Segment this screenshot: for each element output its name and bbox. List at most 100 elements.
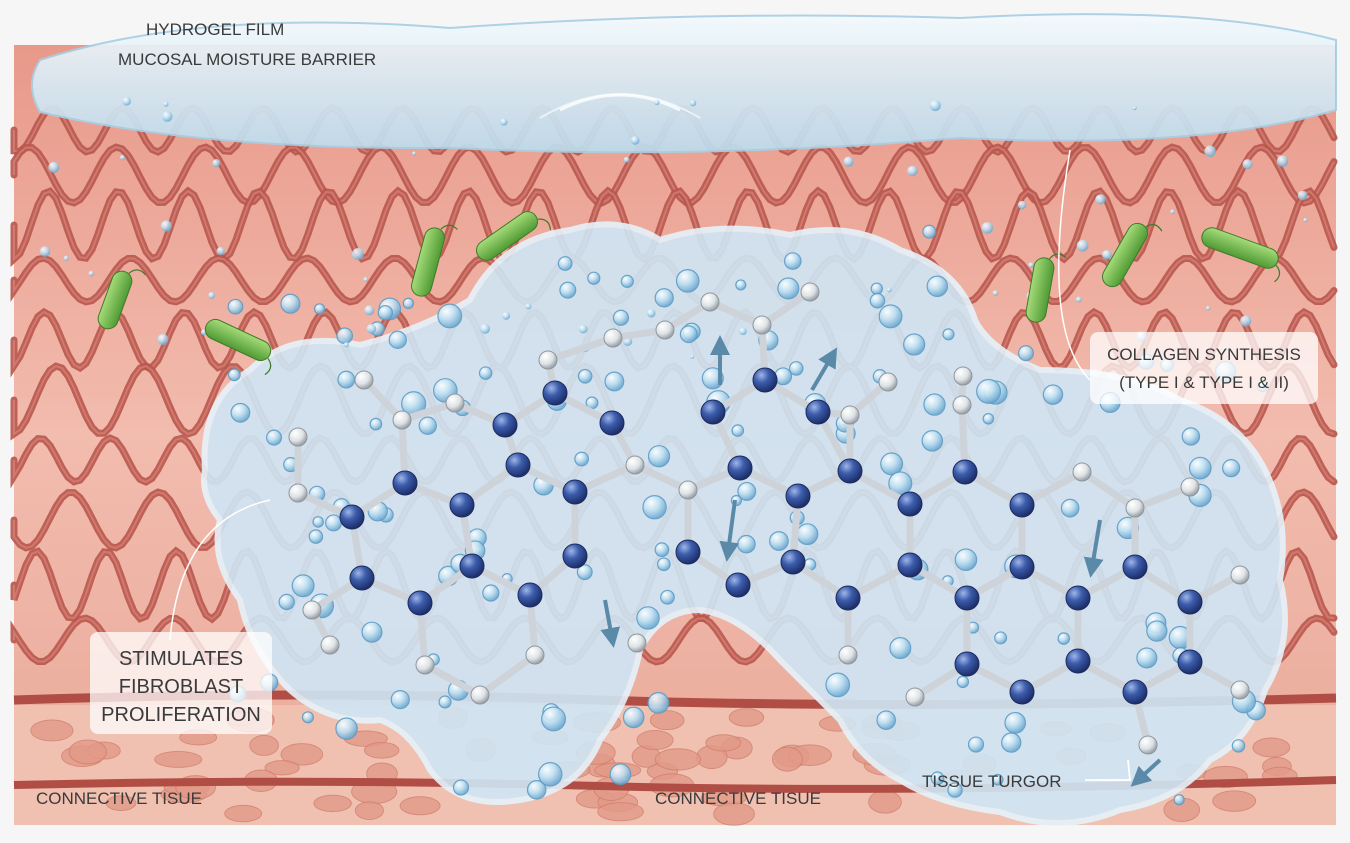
water-droplet-icon bbox=[1028, 262, 1034, 268]
water-droplet-icon bbox=[1204, 146, 1215, 157]
water-droplet-icon bbox=[48, 162, 59, 173]
white-atom bbox=[1181, 478, 1199, 496]
water-droplet-icon bbox=[1019, 346, 1034, 361]
water-droplet-icon bbox=[560, 282, 576, 298]
turgor-label: TISSUE TURGOR bbox=[922, 772, 1061, 791]
water-droplet-icon bbox=[1182, 428, 1199, 445]
water-droplet-icon bbox=[738, 536, 755, 553]
water-droplet-icon bbox=[643, 496, 666, 519]
tissue-cell bbox=[31, 720, 73, 741]
water-droplet-icon bbox=[736, 280, 746, 290]
water-droplet-icon bbox=[362, 622, 382, 642]
white-atom bbox=[539, 351, 557, 369]
blue-atom bbox=[1123, 680, 1147, 704]
water-droplet-icon bbox=[1132, 106, 1136, 110]
water-droplet-icon bbox=[785, 253, 801, 269]
water-droplet-icon bbox=[922, 431, 942, 451]
water-droplet-icon bbox=[208, 292, 215, 299]
white-atom bbox=[604, 329, 622, 347]
connective-label-left: CONNECTIVE TISUE bbox=[36, 789, 202, 808]
water-droplet-icon bbox=[877, 711, 895, 729]
water-droplet-icon bbox=[579, 325, 588, 334]
white-atom bbox=[839, 646, 857, 664]
water-droplet-icon bbox=[162, 111, 173, 122]
blue-atom bbox=[1178, 590, 1202, 614]
white-atom bbox=[906, 688, 924, 706]
water-droplet-icon bbox=[621, 275, 633, 287]
water-droplet-icon bbox=[40, 246, 51, 257]
white-atom bbox=[1126, 499, 1144, 517]
blue-atom bbox=[781, 550, 805, 574]
water-droplet-icon bbox=[292, 575, 314, 597]
water-droplet-icon bbox=[624, 157, 630, 163]
water-droplet-icon bbox=[267, 430, 282, 445]
tissue-cell bbox=[365, 742, 399, 758]
water-droplet-icon bbox=[658, 558, 671, 571]
water-droplet-icon bbox=[770, 532, 789, 551]
water-droplet-icon bbox=[419, 417, 436, 434]
water-droplet-icon bbox=[1298, 191, 1308, 201]
water-droplet-icon bbox=[337, 328, 353, 344]
water-droplet-icon bbox=[163, 101, 168, 106]
tissue-cell bbox=[772, 747, 802, 771]
blue-atom bbox=[726, 573, 750, 597]
water-droplet-icon bbox=[927, 276, 947, 296]
blue-atom bbox=[1178, 650, 1202, 674]
water-droplet-icon bbox=[943, 329, 954, 340]
water-droplet-icon bbox=[313, 517, 323, 527]
water-droplet-icon bbox=[1137, 648, 1157, 668]
water-droplet-icon bbox=[64, 256, 69, 261]
blue-atom bbox=[836, 586, 860, 610]
blue-atom bbox=[728, 456, 752, 480]
blue-atom bbox=[450, 493, 474, 517]
tissue-cell bbox=[69, 740, 106, 764]
water-droplet-icon bbox=[738, 483, 756, 501]
water-droplet-icon bbox=[370, 418, 382, 430]
water-droplet-icon bbox=[957, 676, 968, 687]
tissue-cell bbox=[650, 711, 684, 730]
white-atom bbox=[355, 371, 373, 389]
white-atom bbox=[679, 481, 697, 499]
water-droplet-icon bbox=[1223, 460, 1240, 477]
water-droplet-icon bbox=[655, 543, 668, 556]
water-droplet-icon bbox=[1303, 218, 1307, 222]
water-droplet-icon bbox=[217, 247, 225, 255]
water-droplet-icon bbox=[336, 718, 357, 739]
water-droplet-icon bbox=[88, 271, 94, 277]
water-droplet-icon bbox=[228, 299, 243, 314]
tissue-cell bbox=[598, 803, 644, 821]
white-atom bbox=[701, 293, 719, 311]
water-droplet-icon bbox=[326, 515, 342, 531]
water-droplet-icon bbox=[439, 696, 451, 708]
white-atom bbox=[1231, 566, 1249, 584]
water-droplet-icon bbox=[1002, 733, 1021, 752]
water-droplet-icon bbox=[648, 693, 669, 714]
water-droplet-icon bbox=[631, 136, 640, 145]
water-droplet-icon bbox=[648, 446, 669, 467]
blue-atom bbox=[563, 480, 587, 504]
fibroblast-label-line2: FIBROBLAST bbox=[119, 676, 243, 698]
blue-atom bbox=[506, 453, 530, 477]
water-droplet-icon bbox=[993, 290, 999, 296]
water-droplet-icon bbox=[454, 780, 469, 795]
tissue-cell bbox=[314, 795, 351, 811]
water-droplet-icon bbox=[575, 452, 588, 465]
water-droplet-icon bbox=[281, 294, 300, 313]
water-droplet-icon bbox=[212, 159, 220, 167]
fibroblast-label-line1: STIMULATES bbox=[119, 648, 243, 670]
blue-atom bbox=[493, 413, 517, 437]
blue-atom bbox=[1123, 555, 1147, 579]
water-droplet-icon bbox=[389, 331, 406, 348]
water-droplet-icon bbox=[930, 100, 941, 111]
water-droplet-icon bbox=[982, 222, 994, 234]
blue-atom bbox=[600, 411, 624, 435]
water-droplet-icon bbox=[655, 289, 673, 307]
tissue-cell bbox=[155, 751, 202, 767]
water-droplet-icon bbox=[661, 590, 675, 604]
water-droplet-icon bbox=[676, 270, 698, 292]
white-atom bbox=[1073, 463, 1091, 481]
tissue-cell bbox=[225, 805, 262, 821]
water-droplet-icon bbox=[479, 367, 491, 379]
fibroblast-label-line3: PROLIFERATION bbox=[101, 704, 261, 726]
blue-atom bbox=[898, 553, 922, 577]
